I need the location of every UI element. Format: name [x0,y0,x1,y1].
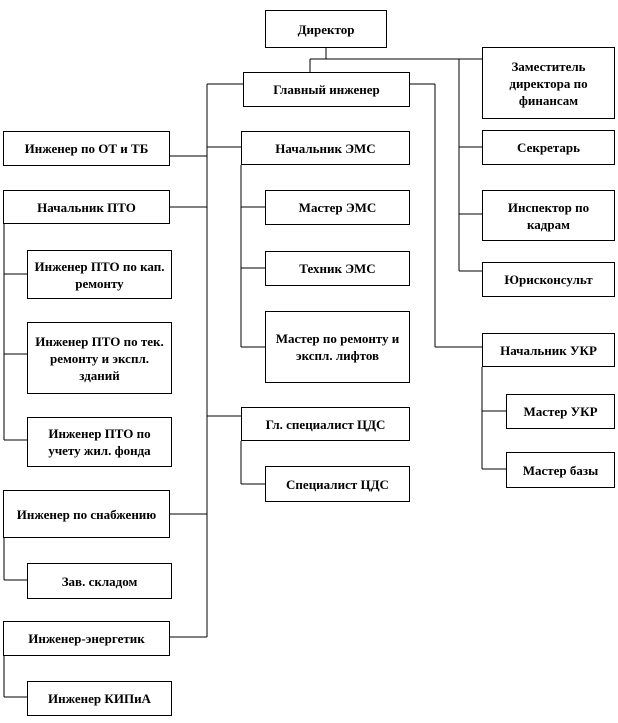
box-cds-specialist: Специалист ЦДС [265,466,410,502]
box-director: Директор [265,10,387,48]
box-kip-engineer: Инженер КИПиА [27,681,172,716]
box-ukr-head: Начальник УКР [482,333,615,367]
box-secretary: Секретарь [482,130,615,165]
box-lift-master: Мастер по ремонту и экспл. лифтов [265,311,410,383]
box-ems-master: Мастер ЭМС [265,190,410,225]
box-chief-engineer: Главный инженер [243,72,410,107]
box-ot-tb-engineer: Инженер по ОТ и ТБ [3,131,170,166]
box-hr-inspector: Инспектор по кадрам [482,190,615,241]
box-supply-engineer: Инженер по снабжению [3,490,170,538]
box-pto-current: Инженер ПТО по тек. ремонту и экспл. зда… [27,322,172,394]
box-cds-chief: Гл. специалист ЦДС [241,407,410,441]
box-ukr-master: Мастер УКР [506,394,615,429]
box-lawyer: Юрисконсульт [482,262,615,297]
box-warehouse-head: Зав. складом [27,563,172,599]
box-pto-head: Начальник ПТО [3,190,170,224]
box-base-master: Мастер базы [506,452,615,488]
box-power-engineer: Инженер-энергетик [3,621,170,656]
box-ems-head: Начальник ЭМС [241,131,410,165]
box-pto-housing: Инженер ПТО по учету жил. фонда [27,417,172,467]
box-ems-technician: Техник ЭМС [265,251,410,286]
box-pto-capital: Инженер ПТО по кап. ремонту [27,250,172,299]
box-deputy-finance: Заместитель директора по финансам [482,47,615,119]
